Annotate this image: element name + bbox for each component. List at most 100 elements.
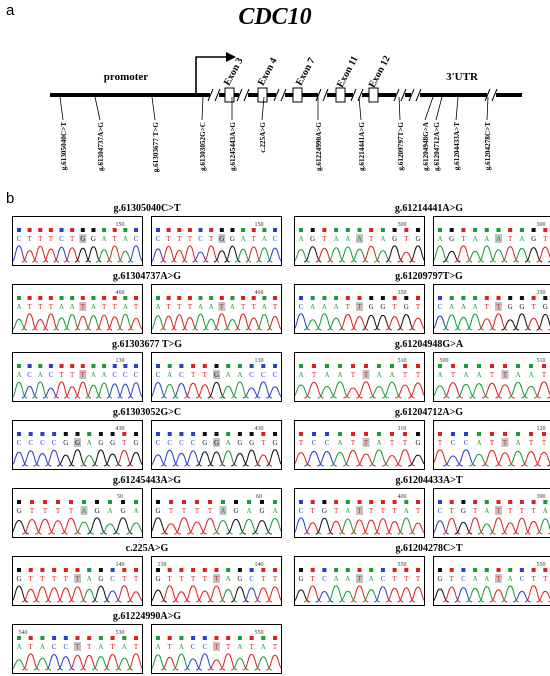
base-letter: A <box>519 235 524 243</box>
base-letter: T <box>346 303 351 311</box>
trace-position: 430 <box>255 426 264 432</box>
base-call-box <box>484 568 489 572</box>
trace-position: 350 <box>398 290 407 296</box>
base-letter: A <box>237 371 242 379</box>
base-letter: T <box>81 303 86 311</box>
base-letter: T <box>182 507 187 515</box>
base-letter: C <box>59 235 64 243</box>
base-letter: T <box>531 575 536 583</box>
base-call-box <box>380 568 385 572</box>
trace-peak <box>295 249 310 263</box>
base-call-box <box>357 568 362 572</box>
trace-peak <box>95 249 113 263</box>
trace-peak <box>13 245 28 263</box>
base-call-box <box>182 500 186 504</box>
base-letter: C <box>52 439 57 447</box>
base-call-box <box>80 364 85 368</box>
base-letter: A <box>473 303 478 311</box>
break-mark <box>393 88 400 102</box>
trace-peak <box>338 518 357 535</box>
trace-peak <box>327 317 346 331</box>
snp-title: g.61209797T>G <box>395 271 463 282</box>
trace-peak <box>382 455 402 467</box>
trace-peak <box>32 381 49 399</box>
trace-peak <box>369 386 389 399</box>
base-call-box <box>27 296 32 300</box>
trace-peak <box>434 520 449 535</box>
trace-peak <box>315 313 334 331</box>
base-letter: T <box>179 575 184 583</box>
base-call-box <box>508 568 513 572</box>
trace-peak <box>373 314 392 331</box>
trace-peak <box>303 522 322 535</box>
base-letter: C <box>312 439 317 447</box>
trace-peak <box>513 590 531 603</box>
base-call-box <box>531 228 536 232</box>
trace-peak <box>373 518 392 535</box>
base-call-box <box>75 636 80 640</box>
base-call-box <box>98 568 103 572</box>
base-call-box <box>490 432 494 436</box>
base-call-box <box>48 228 53 232</box>
base-call-box <box>209 228 214 232</box>
trace-peak <box>362 314 381 331</box>
base-letter: A <box>437 371 442 379</box>
variant-highlight <box>362 370 370 379</box>
trace-peak <box>213 250 230 263</box>
base-call-box <box>496 568 501 572</box>
trace-position: 130 <box>255 358 264 364</box>
base-letter: A <box>515 439 520 447</box>
trace-peak <box>343 387 363 399</box>
base-letter: T <box>38 235 43 243</box>
trace-peak <box>454 587 473 603</box>
base-call-box <box>273 228 277 232</box>
trace-peak <box>174 517 194 535</box>
base-letter: T <box>75 643 80 651</box>
base-letter: T <box>203 371 208 379</box>
base-call-box <box>237 636 242 640</box>
trace-peak <box>91 449 110 467</box>
base-letter: C <box>198 235 203 243</box>
base-call-box <box>52 636 57 640</box>
trace-peak <box>127 382 142 399</box>
trace-peak <box>434 449 450 467</box>
base-letter: G <box>437 575 442 583</box>
trace-peak <box>219 588 238 603</box>
panel-a-label: a <box>6 2 15 19</box>
base-call-box <box>251 228 256 232</box>
trace-peak <box>356 453 376 467</box>
base-letter: C <box>322 575 327 583</box>
trace-peak <box>64 386 81 399</box>
base-call-box <box>156 432 160 436</box>
trace-peak <box>501 319 520 331</box>
base-letter: T <box>27 303 32 311</box>
trace-peak <box>315 591 334 603</box>
trace-peak <box>195 384 214 399</box>
base-letter: A <box>16 303 21 311</box>
break-mark <box>350 88 357 102</box>
base-call-box <box>249 636 254 640</box>
base-call-box <box>461 228 466 232</box>
variant-label: g.61224990A>G <box>315 122 323 171</box>
trace-peak <box>242 587 261 603</box>
trace-peak <box>53 317 70 331</box>
snp-title: g.61204712A>G <box>394 407 464 418</box>
trace-peak <box>327 247 346 263</box>
snp-title: g.61224990A>G <box>112 611 182 622</box>
base-letter: C <box>451 439 456 447</box>
base-call-box <box>496 296 501 300</box>
base-letter: G <box>404 303 409 311</box>
trace-variant: 390CTGTATTTTAT <box>433 488 550 538</box>
trace-peak <box>295 384 311 399</box>
base-letter: T <box>450 575 455 583</box>
base-call-box <box>404 500 409 504</box>
base-call-box <box>40 636 45 640</box>
base-letter: G <box>110 439 115 447</box>
trace-peak <box>117 313 134 331</box>
trace-peak <box>42 248 60 263</box>
base-call-box <box>17 568 21 572</box>
